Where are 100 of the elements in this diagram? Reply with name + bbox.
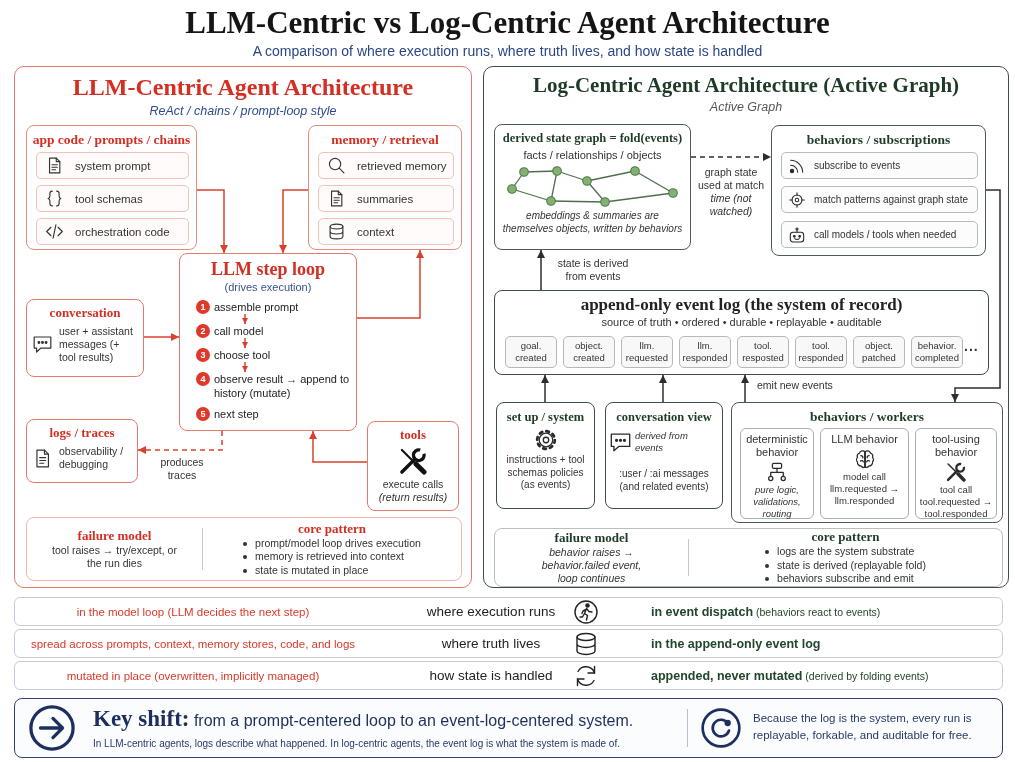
summary-title: core pattern [298, 520, 366, 537]
card-title: tools [400, 427, 426, 443]
group-title: behaviors / workers [810, 408, 924, 425]
card-title: derived state graph = fold(events) [502, 130, 683, 146]
architecture-panel [14, 66, 472, 588]
card-title: conversation view [616, 409, 712, 425]
panel-title: LLM-Centric Agent Architecture [72, 73, 414, 102]
row-heading: how state is handled [429, 668, 553, 683]
item-row [318, 185, 454, 212]
summary-title: core pattern [811, 529, 880, 546]
card-text: observability / debugging [59, 445, 125, 471]
arrow [196, 189, 228, 254]
bullet-item: logs are the system substrate [777, 545, 915, 559]
comparison-text: in event dispatch (behaviors react to events) [651, 604, 881, 619]
event-chip: tool. responded [795, 336, 847, 368]
loop-title: LLM step loop [211, 259, 325, 280]
event-chip: behavior. completed [911, 336, 963, 368]
item-row [36, 152, 189, 179]
row-heading: where execution runs [426, 604, 556, 619]
summary-text: tool raises → try/except, or the run dies [51, 544, 178, 570]
loop-panel [179, 253, 357, 431]
comparison-text: appended, never mutated (derived by folding events) [651, 668, 929, 683]
card-title: logs / traces [49, 425, 115, 441]
page-subtitle: A comparison of where execution runs, where truth lives, and how state is handled [252, 43, 763, 60]
item-row [781, 186, 978, 213]
log-title: append-only event log (the system of record) [580, 294, 903, 315]
panel-title: Log-Centric Agent Architecture (Active Graph) [532, 73, 960, 99]
event-chip: tool. resposted [737, 336, 789, 368]
card-title: set up / system [506, 409, 585, 425]
card-text: user + assistant messages (+ tool results) [59, 325, 134, 364]
comparison-text: spread across prompts, context, memory stores, code, and logs [30, 637, 356, 650]
summary-title: failure model [554, 530, 629, 546]
step-label: observe result → append to history (mutate) [214, 372, 354, 400]
event-log-panel [494, 290, 989, 375]
card-text: tool call [939, 484, 973, 496]
card-text: execute calls (return results) [377, 478, 449, 504]
item-label: summaries [357, 192, 414, 205]
event-chip: object. patched [853, 336, 905, 368]
bullet-item: prompt/model loop drives execution [255, 536, 421, 551]
item-label: system prompt [75, 159, 151, 172]
arrow [143, 333, 180, 341]
comparison-row [14, 629, 1003, 658]
card-title: conversation [49, 305, 121, 321]
component-card [496, 402, 595, 509]
step-number: 2 [196, 324, 210, 338]
arrow [309, 430, 368, 463]
item-row [318, 218, 454, 245]
component-card [26, 299, 144, 377]
event-chip: goal. created [505, 336, 557, 368]
card-text: model call [843, 471, 886, 483]
arrow [951, 189, 1001, 403]
bullet-item: memory is retrieved into context [255, 550, 404, 564]
dashed-arrow [690, 153, 772, 161]
arrow [242, 313, 248, 325]
arrow [356, 249, 424, 319]
item-label: subscribe to events [814, 160, 901, 171]
comparison-row [14, 597, 1003, 626]
component-card [605, 402, 723, 509]
card-text: :user / :ai messages (and related events) [618, 468, 710, 493]
comparison-row [14, 661, 1003, 690]
banner-text: In LLM-centric agents, logs describe what happened. In log-centric agents, the event log is what the system is made of. [93, 737, 620, 750]
card-text: instructions + tool schemas policies (as events) [505, 454, 586, 492]
item-label: orchestration code [75, 225, 170, 238]
item-label: match patterns against graph state [814, 194, 968, 205]
card-title: deterministic behavior [745, 433, 809, 459]
event-chip: object. created [563, 336, 615, 368]
graph-card [494, 124, 691, 250]
card-note: embeddings & summaries are themselves objects, written by behaviors [501, 210, 684, 235]
panel-subtitle: Active Graph [709, 100, 783, 115]
step-label: next step [214, 407, 259, 421]
worker-card [820, 428, 909, 519]
comparison-text: in the model loop (LLM decides the next step) [76, 605, 310, 618]
step-label: choose tool [214, 348, 271, 362]
step-number: 3 [196, 348, 210, 362]
item-row [318, 152, 454, 179]
arrow [279, 189, 309, 254]
item-row [36, 218, 189, 245]
step-label: assemble prompt [214, 300, 299, 314]
arrow [741, 374, 749, 403]
item-label: context [357, 225, 395, 238]
group-title: memory / retrieval [331, 131, 439, 148]
page-title: LLM-Centric vs Log-Centric Agent Architecture [185, 5, 830, 41]
group-title: app code / prompts / chains [32, 131, 191, 148]
summary-panel [26, 517, 462, 581]
step-number: 4 [196, 372, 210, 386]
dashed-arrow [137, 430, 223, 454]
group-panel [308, 125, 462, 250]
bullet-item: behaviors subscribe and emit [777, 572, 914, 586]
arrow [242, 337, 248, 349]
item-label: tool schemas [75, 192, 143, 205]
item-row [781, 221, 978, 248]
card-text: llm.requested → llm.responded [828, 483, 901, 507]
event-chip: llm. responded [679, 336, 731, 368]
comparison-text: mutated in place (overwritten, implicitly managed) [66, 669, 320, 682]
step-number: 5 [196, 407, 210, 421]
card-subtitle: facts / relationships / objects [523, 148, 662, 162]
bullet-item: state is derived (replayable fold) [777, 558, 926, 573]
item-row [36, 185, 189, 212]
summary-panel [494, 528, 1003, 587]
item-row [781, 152, 978, 179]
